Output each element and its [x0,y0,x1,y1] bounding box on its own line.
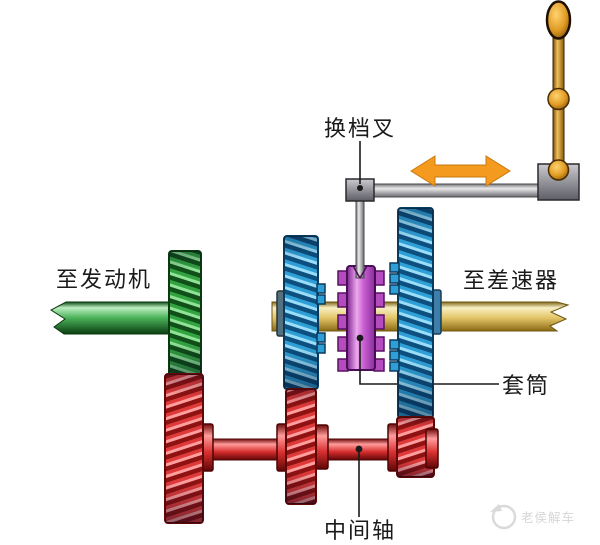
gear-lever [537,0,580,201]
label-to-engine: 至发动机 [56,268,152,293]
watermark: 老侯解车 [490,504,575,530]
watermark-text: 老侯解车 [521,510,575,525]
dog-teeth-left-gear [316,283,326,354]
lever-ball-upper [547,87,570,111]
pointer-counter-shaft [355,445,363,517]
double-arrow-icon [410,155,511,187]
pointer-shift-fork [357,141,363,191]
synchro-sleeve [337,265,385,372]
counter-shaft-end-cap [425,428,439,469]
dog-teeth-right-gear [389,262,400,372]
lever-knob [545,0,572,40]
watermark-logo-icon [491,504,517,530]
counter-gear-left-red [164,373,204,524]
counter-gear-mid-red [285,388,317,505]
label-counter-shaft: 中间轴 [324,519,396,544]
speed-gear-blue-left [283,235,319,390]
input-gear-green [168,250,202,378]
sleeve-body [346,265,376,371]
sleeve-teeth [337,270,385,372]
pointer-sleeve [356,334,499,385]
label-to-differential: 至差速器 [463,269,559,294]
watermark-logo-wing-icon [490,504,502,512]
label-sleeve: 套筒 [502,374,550,399]
shift-rail-rod [373,183,541,198]
input-shaft [50,301,173,335]
speed-gear-blue-right [397,207,434,419]
shift-fork-rod [355,197,365,279]
sleeve-notch [352,265,368,279]
label-shift-fork: 换档叉 [324,117,396,142]
lever-ball-lower [547,159,570,181]
